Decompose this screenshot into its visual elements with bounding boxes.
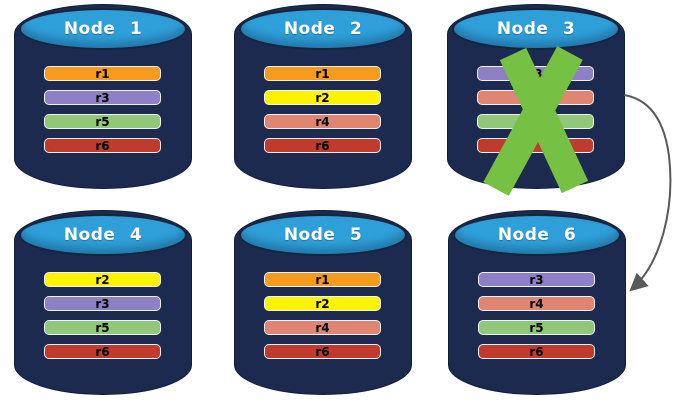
replica-bar: r2 [264,90,381,105]
replica-bar: r3 [477,66,594,81]
replica-bar: r6 [478,344,595,359]
replica-label: r1 [95,66,110,81]
cylinder-top: Node 5 [239,214,407,256]
replica-bar: r1 [264,272,381,287]
replica-label: r3 [95,90,110,105]
replica-label: r5 [95,114,110,129]
replica-label: r4 [315,320,330,335]
node-2: Node 2 r1 r2 r4 r6 [234,4,412,189]
node-title: Node 5 [283,225,363,245]
node-5: Node 5 r1 r2 r4 r6 [234,210,412,395]
replica-label: r5 [95,320,110,335]
replica-bar: r2 [264,296,381,311]
failover-arrow [623,94,672,292]
replica-bar: r4 [478,296,595,311]
replica-bar: r6 [264,344,381,359]
node-1: Node 1 r1 r3 r5 r6 [14,4,192,189]
replica-label: r2 [315,90,330,105]
replica-label: r2 [95,272,110,287]
replica-label: r1 [315,66,330,81]
node-title: Node 2 [283,19,363,39]
replica-bars: r1 r2 r4 r6 [264,272,381,359]
node-3: Node 3 r3 [447,4,625,189]
node-6: Node 6 r3 r4 r5 r6 [448,210,626,395]
replica-bar: r6 [264,138,381,153]
replica-bar: r3 [478,272,595,287]
replica-bar: r5 [478,320,595,335]
node-4: Node 4 r2 r3 r5 r6 [14,210,192,395]
replica-label: r3 [529,272,544,287]
cylinder-top: Node 3 [452,8,620,50]
replica-label: r1 [315,272,330,287]
replica-bar: r4 [264,320,381,335]
replica-bar: r3 [44,296,161,311]
replica-label: r6 [95,344,110,359]
replica-bar: r6 [44,344,161,359]
replica-label: r5 [529,320,544,335]
replica-bar: r4 [264,114,381,129]
replica-label: r2 [315,296,330,311]
cylinder-top: Node 2 [239,8,407,50]
replica-label: r4 [315,114,330,129]
replica-label: r3 [95,296,110,311]
replica-bar [477,138,594,153]
replica-label: r3 [528,66,543,81]
replica-label: r4 [529,296,544,311]
cylinder-top: Node 1 [19,8,187,50]
replica-label: r6 [315,138,330,153]
replica-bars: r2 r3 r5 r6 [44,272,161,359]
replica-bars: r3 r4 r5 r6 [478,272,595,359]
node-title: Node 6 [497,225,577,245]
replica-bar: r2 [44,272,161,287]
node-title: Node 1 [63,19,143,39]
replica-label: r6 [315,344,330,359]
replica-bar: r5 [44,320,161,335]
cylinder-top: Node 6 [453,214,621,256]
replica-bars: r1 r3 r5 r6 [44,66,161,153]
replica-bar [477,114,594,129]
node-title: Node 4 [63,225,143,245]
replica-bar: r6 [44,138,161,153]
replica-label: r6 [95,138,110,153]
replica-bar: r1 [44,66,161,81]
replica-bar: r5 [44,114,161,129]
cylinder-top: Node 4 [19,214,187,256]
replica-bar: r1 [264,66,381,81]
replica-label: r6 [529,344,544,359]
replica-bar [477,90,594,105]
node-title: Node 3 [496,19,576,39]
replica-bars: r1 r2 r4 r6 [264,66,381,153]
replica-bars: r3 [477,66,594,153]
replica-bar: r3 [44,90,161,105]
